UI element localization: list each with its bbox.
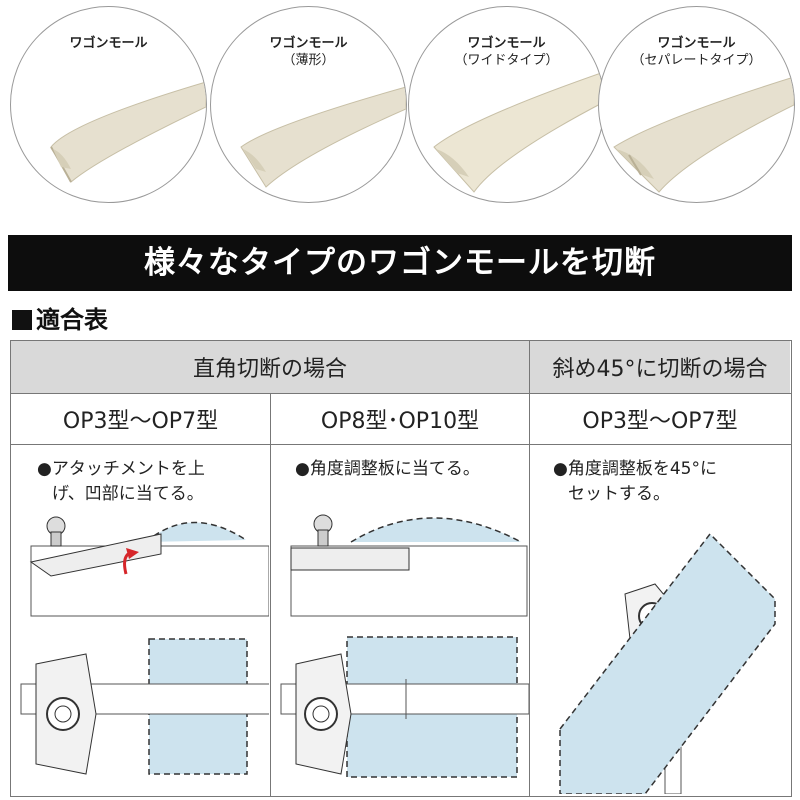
divider: [11, 393, 791, 394]
product-circle-standard: ワゴンモール: [10, 6, 207, 203]
molding-image: [613, 76, 794, 193]
product-circle-wide: ワゴンモール（ワイドタイプ）: [408, 6, 605, 203]
header-diagonal: 斜め45°に切断の場合: [530, 341, 790, 393]
molding-image: [50, 81, 206, 183]
banner: 様々なタイプのワゴンモールを切断: [8, 235, 792, 291]
section-title: 適合表: [12, 300, 108, 335]
molding-image: [240, 86, 406, 188]
product-label: ワゴンモール（薄形）: [269, 36, 348, 68]
square-icon: [12, 310, 32, 330]
product-label: ワゴンモール（セパレートタイプ）: [631, 36, 762, 68]
illustration-op3-op7: [20, 516, 269, 775]
illustration-diagonal: [559, 532, 776, 794]
note-attachment: ●アタッチメントを上 げ、凹部に当てる。: [37, 459, 205, 504]
product-circle-separate: ワゴンモール（セパレートタイプ）: [598, 6, 795, 203]
note-45-degree: ●角度調整板を45°に セットする。: [553, 459, 717, 504]
product-label: ワゴンモール（ワイドタイプ）: [454, 36, 559, 68]
compatibility-table: 直角切断の場合 斜め45°に切断の場合 OP3型〜OP7型 OP8型･OP10型…: [10, 340, 792, 797]
divider: [11, 444, 791, 445]
divider: [529, 341, 530, 796]
note-angle-plate: ●角度調整板に当てる。: [295, 459, 480, 479]
column-op3-op7: OP3型〜OP7型: [11, 394, 270, 444]
product-label: ワゴンモール: [69, 36, 148, 51]
column-op8-op10: OP8型･OP10型: [271, 394, 529, 444]
divider: [270, 394, 271, 796]
molding-image: [433, 71, 604, 193]
column-diagonal-op3-op7: OP3型〜OP7型: [530, 394, 790, 444]
illustration-op8-op10: [280, 514, 529, 778]
header-right-angle: 直角切断の場合: [11, 341, 529, 393]
product-circle-thin: ワゴンモール（薄形）: [210, 6, 407, 203]
